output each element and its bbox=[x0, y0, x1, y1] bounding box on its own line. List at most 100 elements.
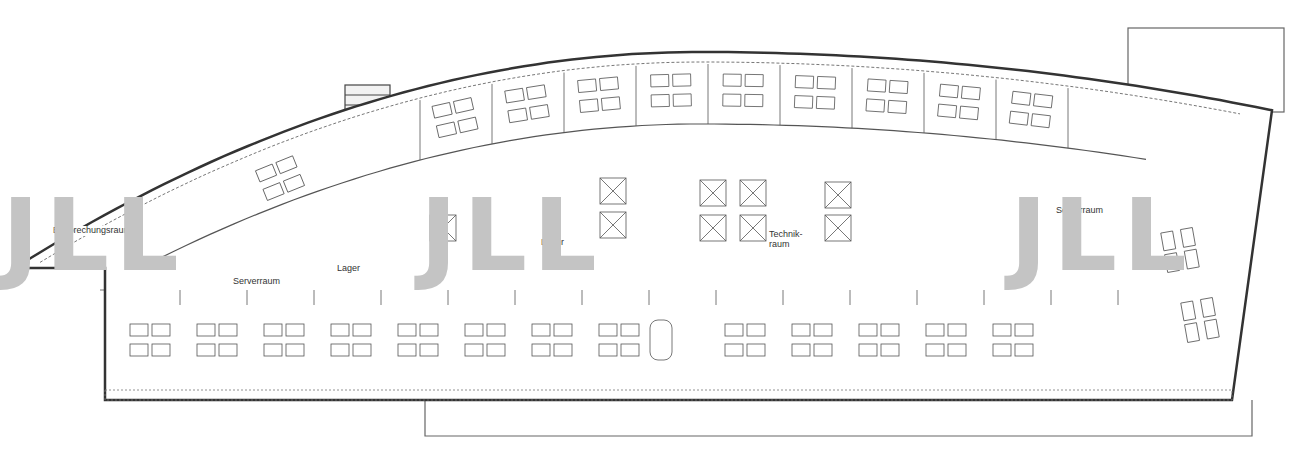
lift-cross bbox=[825, 215, 851, 241]
room-wall bbox=[1051, 290, 1052, 305]
lift-cross bbox=[825, 182, 851, 208]
desk bbox=[599, 344, 617, 356]
desk bbox=[453, 98, 473, 114]
desk bbox=[889, 80, 908, 93]
room-wall bbox=[420, 100, 421, 160]
desk bbox=[554, 344, 572, 356]
desk bbox=[723, 74, 741, 86]
desk bbox=[432, 102, 452, 118]
room-wall bbox=[649, 290, 650, 305]
desk bbox=[651, 74, 669, 86]
desk-group bbox=[432, 98, 478, 138]
desk bbox=[817, 76, 835, 89]
desk bbox=[745, 74, 763, 86]
room-wall bbox=[1118, 290, 1119, 305]
desk bbox=[286, 324, 304, 336]
room-wall bbox=[492, 84, 493, 144]
desk bbox=[264, 344, 282, 356]
desk-group bbox=[578, 77, 621, 113]
room-wall bbox=[852, 68, 853, 128]
desk bbox=[532, 324, 550, 336]
desk bbox=[219, 324, 237, 336]
desk-group bbox=[255, 156, 304, 201]
desk bbox=[881, 344, 899, 356]
room-wall bbox=[780, 65, 781, 125]
room-wall bbox=[783, 290, 784, 305]
lift-cross bbox=[740, 180, 766, 206]
desk bbox=[814, 344, 832, 356]
desk bbox=[152, 324, 170, 336]
desk bbox=[948, 344, 966, 356]
lift-cross bbox=[600, 212, 626, 238]
desk bbox=[276, 156, 297, 174]
desk bbox=[939, 84, 958, 98]
desk bbox=[578, 79, 597, 93]
lift-cross bbox=[600, 178, 626, 204]
room-wall bbox=[924, 73, 925, 133]
lift-cross bbox=[700, 215, 726, 241]
desk bbox=[747, 344, 765, 356]
room-label: Lager bbox=[336, 264, 361, 274]
desk bbox=[926, 324, 944, 336]
desk bbox=[938, 104, 957, 118]
lift-shaft bbox=[740, 215, 766, 241]
desk bbox=[197, 344, 215, 356]
lift-shaft bbox=[825, 215, 851, 241]
room-wall bbox=[716, 290, 717, 305]
desk bbox=[1015, 344, 1033, 356]
room-label: Serverraum bbox=[232, 277, 281, 287]
desk bbox=[554, 324, 572, 336]
desk bbox=[1181, 301, 1196, 321]
desk bbox=[532, 344, 550, 356]
lift-cross bbox=[740, 215, 766, 241]
lift-cross bbox=[700, 180, 726, 206]
desk bbox=[601, 97, 620, 111]
facade-line bbox=[105, 390, 1232, 400]
desk bbox=[792, 324, 810, 336]
desk bbox=[508, 108, 528, 123]
desk-group bbox=[938, 84, 981, 120]
desk bbox=[795, 76, 813, 89]
desk bbox=[420, 324, 438, 336]
room-label: Technik- raum bbox=[768, 230, 808, 250]
desk bbox=[1015, 324, 1033, 336]
desk bbox=[725, 344, 743, 356]
room-wall bbox=[247, 290, 248, 305]
desk bbox=[814, 324, 832, 336]
desk bbox=[465, 324, 483, 336]
desk bbox=[725, 324, 743, 336]
desk bbox=[888, 100, 907, 113]
watermark: JLL bbox=[1010, 186, 1193, 286]
desk-group bbox=[599, 324, 639, 356]
lift-shaft bbox=[600, 212, 626, 238]
desk bbox=[1204, 319, 1219, 339]
desk-group bbox=[532, 324, 572, 356]
lift-shaft bbox=[700, 180, 726, 206]
desk bbox=[867, 79, 886, 92]
desk bbox=[961, 86, 980, 100]
room-wall bbox=[448, 290, 449, 305]
desk bbox=[859, 344, 877, 356]
lift-shaft bbox=[825, 182, 851, 208]
desk bbox=[1031, 114, 1050, 128]
room-wall bbox=[582, 290, 583, 305]
desk bbox=[353, 324, 371, 336]
desk-group bbox=[197, 324, 237, 356]
desk bbox=[673, 74, 691, 86]
desk-group bbox=[505, 85, 550, 123]
desk bbox=[673, 94, 691, 106]
watermark: JLL bbox=[2, 186, 185, 286]
lift-shaft bbox=[600, 178, 626, 204]
room-wall bbox=[515, 290, 516, 305]
desk bbox=[993, 344, 1011, 356]
desk bbox=[219, 344, 237, 356]
room-wall bbox=[708, 64, 709, 124]
desk bbox=[331, 344, 349, 356]
desk bbox=[948, 324, 966, 336]
desk bbox=[465, 344, 483, 356]
desk bbox=[505, 88, 525, 103]
desk bbox=[1200, 298, 1215, 318]
desk-group bbox=[331, 324, 371, 356]
watermark: JLL bbox=[420, 186, 603, 286]
desk bbox=[1012, 91, 1031, 105]
